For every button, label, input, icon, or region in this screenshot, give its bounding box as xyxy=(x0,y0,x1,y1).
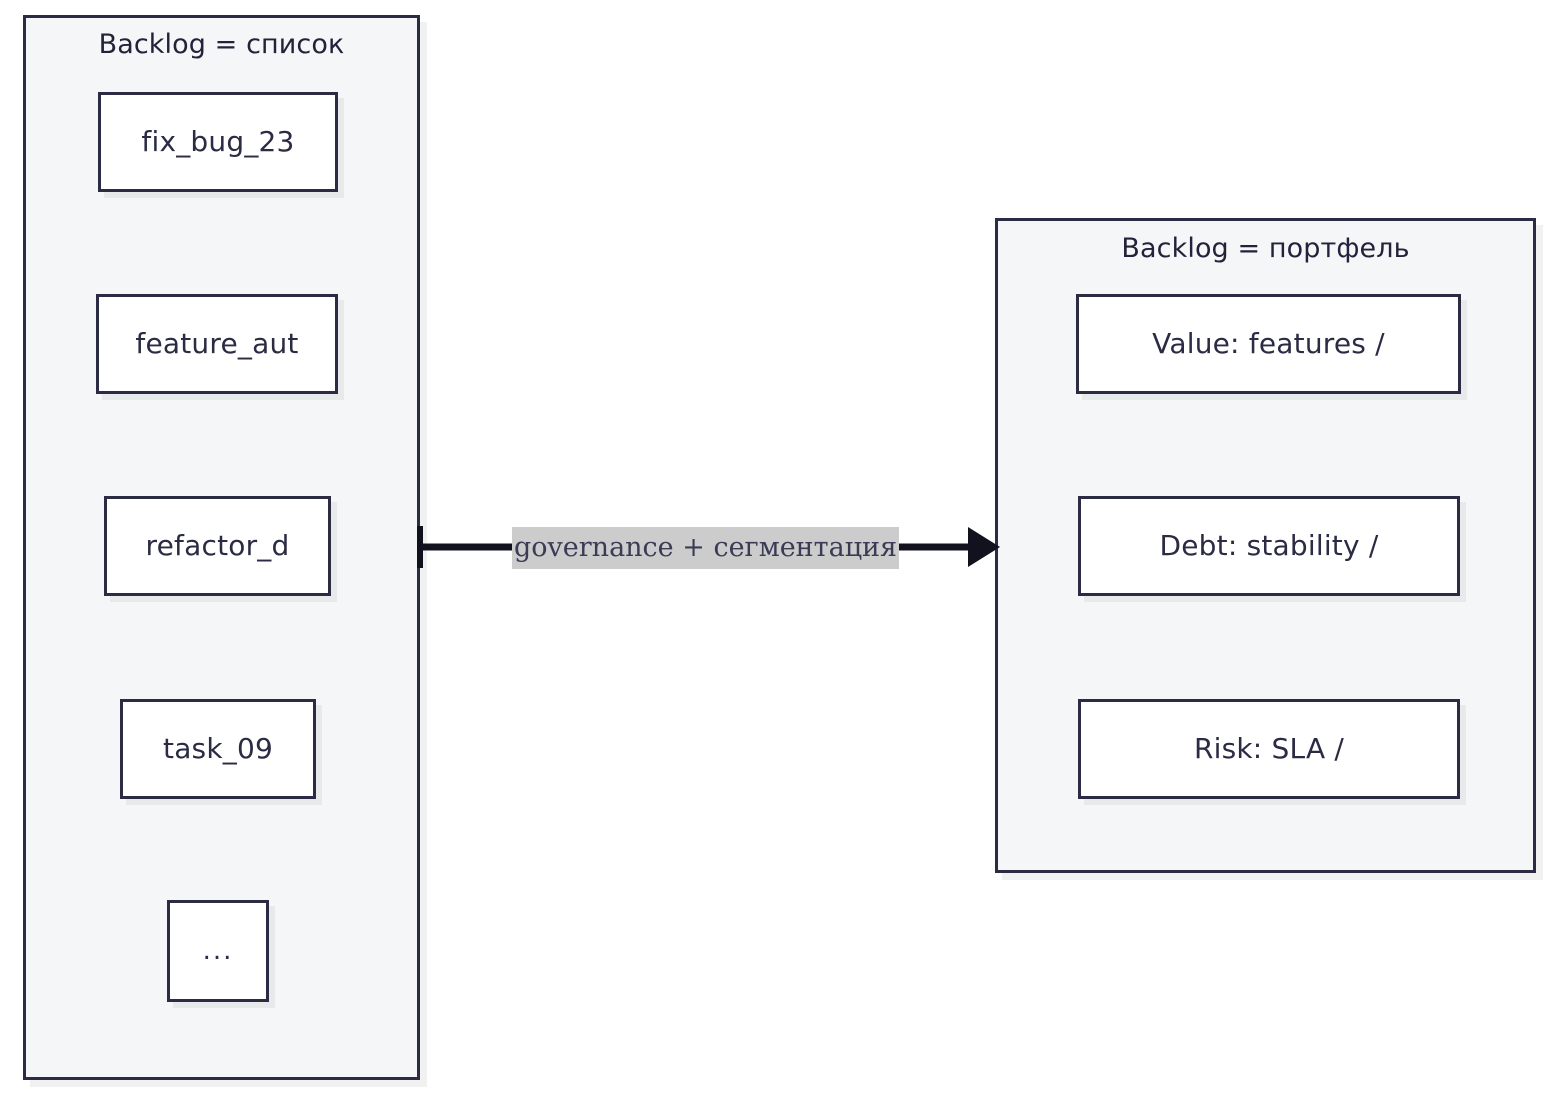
node-debt-stability-label: Debt: stability / xyxy=(1159,529,1379,562)
node-fix-bug-label: fix_bug_23 xyxy=(141,125,295,158)
node-refactor-db[interactable]: refactor_d xyxy=(104,496,331,596)
node-feature-aut-label: feature_aut xyxy=(135,327,299,360)
node-task-099[interactable]: task_09 xyxy=(120,699,316,799)
node-debt-stability[interactable]: Debt: stability / xyxy=(1078,496,1460,596)
node-risk-sla-label: Risk: SLA / xyxy=(1193,732,1345,765)
node-value-features[interactable]: Value: features / xyxy=(1076,294,1461,394)
node-refactor-db-label: refactor_d xyxy=(145,529,290,562)
edge-governance-label: governance + сегментация xyxy=(512,527,900,569)
group-backlog-portfolio-title: Backlog = портфель xyxy=(1121,233,1410,264)
group-backlog-list-title: Backlog = список xyxy=(98,29,345,60)
node-fix-bug[interactable]: fix_bug_23 xyxy=(98,92,338,192)
node-value-features-label: Value: features / xyxy=(1152,327,1385,360)
node-feature-aut[interactable]: feature_aut xyxy=(96,294,338,394)
node-ellipsis[interactable]: ... xyxy=(167,900,269,1002)
node-ellipsis-label: ... xyxy=(202,936,234,966)
node-task-099-label: task_09 xyxy=(163,732,273,765)
node-risk-sla[interactable]: Risk: SLA / xyxy=(1078,699,1460,799)
